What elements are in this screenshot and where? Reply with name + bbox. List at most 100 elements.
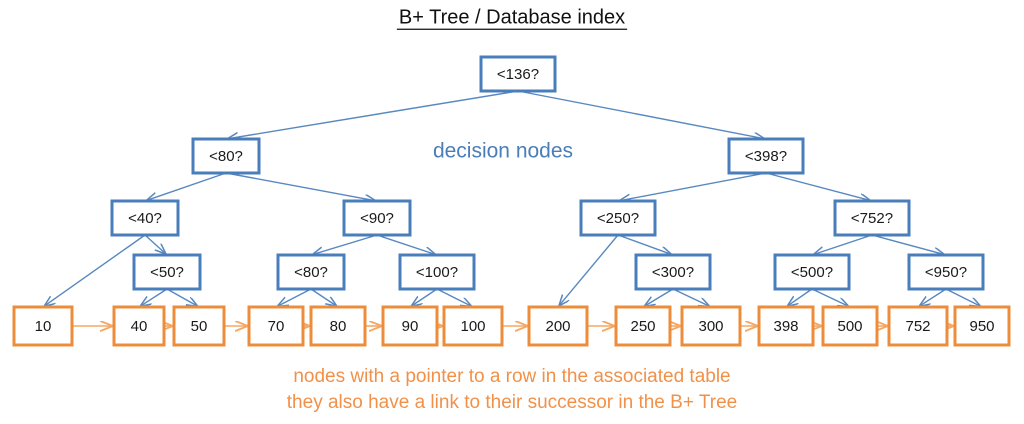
tree-edge (228, 90, 519, 139)
tree-edge (45, 234, 146, 306)
leaf-node[interactable]: 250 (614, 305, 672, 347)
leaf-node-label: 300 (698, 318, 723, 335)
leaf-node[interactable]: 200 (527, 305, 589, 347)
decision-node-box[interactable] (342, 199, 412, 237)
decision-node[interactable]: <250? (579, 199, 657, 237)
leaf-node[interactable]: 10 (12, 305, 74, 347)
leaf-node-label: 70 (268, 318, 285, 335)
leaf-node-label: 500 (837, 318, 862, 335)
leaf-node-box[interactable] (614, 305, 672, 347)
leaf-node[interactable]: 752 (887, 305, 949, 347)
decision-node-label: <136? (497, 66, 539, 83)
leaf-caption-line-2: they also have a link to their successor… (287, 392, 737, 413)
tree-edge (765, 172, 870, 200)
leaf-node-box[interactable] (953, 305, 1011, 347)
tree-edge (811, 288, 848, 306)
decision-node[interactable]: <398? (727, 137, 805, 175)
tree-edge (871, 234, 944, 254)
decision-nodes-annotation: decision nodes (433, 140, 573, 163)
decision-node-label: <80? (209, 148, 243, 165)
tree-edge (144, 234, 166, 254)
decision-node-label: <40? (128, 210, 162, 227)
leaf-node[interactable]: 70 (247, 305, 305, 347)
page-title: B+ Tree / Database index (399, 6, 625, 28)
leaf-node[interactable]: 40 (112, 305, 166, 347)
leaf-node-box[interactable] (247, 305, 305, 347)
decision-node-label: <50? (150, 264, 184, 281)
tree-edge (141, 288, 168, 306)
decision-node-box[interactable] (110, 199, 180, 237)
decision-node-box[interactable] (398, 253, 476, 291)
decision-node[interactable]: <950? (907, 253, 985, 291)
leaf-node[interactable]: 398 (757, 305, 815, 347)
leaf-node-box[interactable] (112, 305, 166, 347)
leaf-node-label: 10 (35, 318, 52, 335)
decision-node-box[interactable] (132, 253, 202, 291)
tree-edge (278, 288, 312, 306)
leaf-node-box[interactable] (821, 305, 879, 347)
tree-edge (645, 288, 674, 306)
leaf-node-label: 80 (330, 318, 347, 335)
leaf-node-box[interactable] (527, 305, 589, 347)
leaf-node[interactable]: 90 (381, 305, 439, 347)
leaf-node[interactable]: 500 (821, 305, 879, 347)
decision-node-box[interactable] (727, 137, 805, 175)
leaf-node-label: 200 (545, 318, 570, 335)
leaf-node-box[interactable] (309, 305, 367, 347)
leaf-node-box[interactable] (680, 305, 742, 347)
leaf-node-box[interactable] (172, 305, 226, 347)
decision-node[interactable]: <752? (833, 199, 911, 237)
leaf-node-label: 950 (969, 318, 994, 335)
tree-edge (313, 234, 378, 254)
decision-node[interactable]: <50? (132, 253, 202, 291)
tree-edge (225, 172, 375, 201)
leaf-node-box[interactable] (442, 305, 504, 347)
leaf-caption-line-1: nodes with a pointer to a row in the ass… (293, 366, 730, 387)
decision-node-box[interactable] (833, 199, 911, 237)
tree-edge (517, 90, 764, 139)
decision-node-box[interactable] (191, 137, 261, 175)
edges-layer (45, 90, 981, 306)
leaf-node-label: 250 (630, 318, 655, 335)
tree-edge (945, 288, 980, 306)
decision-node[interactable]: <500? (773, 253, 851, 291)
decision-node-label: <398? (745, 148, 787, 165)
decision-node[interactable]: <80? (191, 137, 261, 175)
leaf-node[interactable]: 300 (680, 305, 742, 347)
tree-edge (672, 288, 709, 306)
tree-edge (617, 234, 671, 254)
decision-node-box[interactable] (479, 55, 557, 93)
leaf-node-box[interactable] (757, 305, 815, 347)
leaf-node-box[interactable] (381, 305, 439, 347)
decision-node[interactable]: <90? (342, 199, 412, 237)
leaf-node[interactable]: 950 (953, 305, 1011, 347)
decision-node-box[interactable] (634, 253, 712, 291)
decision-node-label: <100? (416, 264, 458, 281)
decision-node[interactable]: <40? (110, 199, 180, 237)
leaf-node-label: 50 (191, 318, 208, 335)
leaf-node-label: 90 (402, 318, 419, 335)
decision-node-box[interactable] (773, 253, 851, 291)
leaf-node[interactable]: 80 (309, 305, 367, 347)
decision-node[interactable]: <80? (276, 253, 346, 291)
decision-node[interactable]: <136? (479, 55, 557, 93)
leaf-node[interactable]: 100 (442, 305, 504, 347)
leaf-node-label: 752 (905, 318, 930, 335)
tree-edge (376, 234, 435, 254)
tree-edge (920, 288, 947, 306)
leaf-node-box[interactable] (887, 305, 949, 347)
tree-edge (620, 172, 767, 201)
decision-node[interactable]: <300? (634, 253, 712, 291)
decision-node-box[interactable] (907, 253, 985, 291)
tree-edge (412, 288, 438, 306)
decision-node[interactable]: <100? (398, 253, 476, 291)
decision-node-box[interactable] (579, 199, 657, 237)
decision-node-label: <90? (360, 210, 394, 227)
tree-edge (436, 288, 471, 306)
leaf-node-box[interactable] (12, 305, 74, 347)
leaf-node[interactable]: 50 (172, 305, 226, 347)
tree-edge (166, 288, 197, 306)
decision-node-box[interactable] (276, 253, 346, 291)
